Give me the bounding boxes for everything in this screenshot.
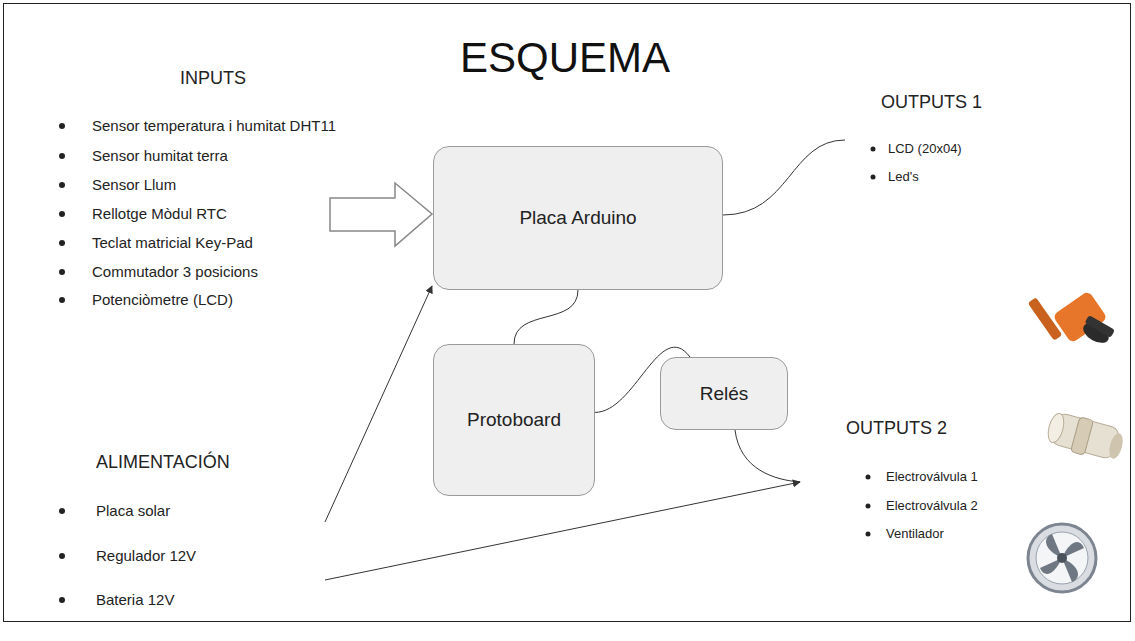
- section-heading: OUTPUTS 2: [846, 418, 947, 440]
- page-frame: [4, 4, 1131, 622]
- process-box: Relés: [660, 357, 788, 430]
- power-arrow: [325, 482, 800, 580]
- power-item: Regulador 12V: [96, 547, 196, 565]
- section-heading: ALIMENTACIÓN: [96, 452, 230, 474]
- output-item: Led's: [888, 169, 919, 185]
- power-item: Bateria 12V: [96, 591, 174, 609]
- box-label: Relés: [700, 383, 749, 405]
- input-item: Teclat matricial Key-Pad: [92, 234, 253, 252]
- box-label: Protoboard: [467, 409, 561, 431]
- fan-picture: [1028, 524, 1096, 592]
- valve-picture: [1045, 412, 1125, 460]
- output-item: Ventilador: [886, 526, 944, 542]
- input-arrow: [330, 183, 432, 246]
- bullets: [59, 123, 876, 603]
- input-item: Sensor Llum: [92, 176, 176, 194]
- output-item: Electroválvula 2: [886, 498, 978, 514]
- process-box: Placa Arduino: [433, 146, 723, 290]
- valve-picture: [1028, 290, 1115, 346]
- input-item: Rellotge Mòdul RTC: [92, 205, 227, 223]
- process-box: Protoboard: [433, 344, 595, 496]
- input-item: Sensor temperatura i humitat DHT11: [92, 117, 336, 135]
- input-item: Potenciòmetre (LCD): [92, 291, 233, 309]
- output-item: Electroválvula 1: [886, 469, 978, 485]
- diagram-title: ESQUEMA: [460, 33, 670, 83]
- power-arrow: [325, 286, 432, 522]
- section-heading: INPUTS: [180, 68, 246, 90]
- output-line: [723, 140, 845, 215]
- connector-line: [514, 290, 578, 344]
- section-heading: OUTPUTS 1: [881, 92, 982, 114]
- box-label: Placa Arduino: [519, 207, 636, 229]
- input-item: Sensor humitat terra: [92, 147, 228, 165]
- relay-line: [735, 430, 800, 482]
- output-item: LCD (20x04): [888, 141, 962, 157]
- power-item: Placa solar: [96, 502, 170, 520]
- input-item: Commutador 3 posicions: [92, 263, 258, 281]
